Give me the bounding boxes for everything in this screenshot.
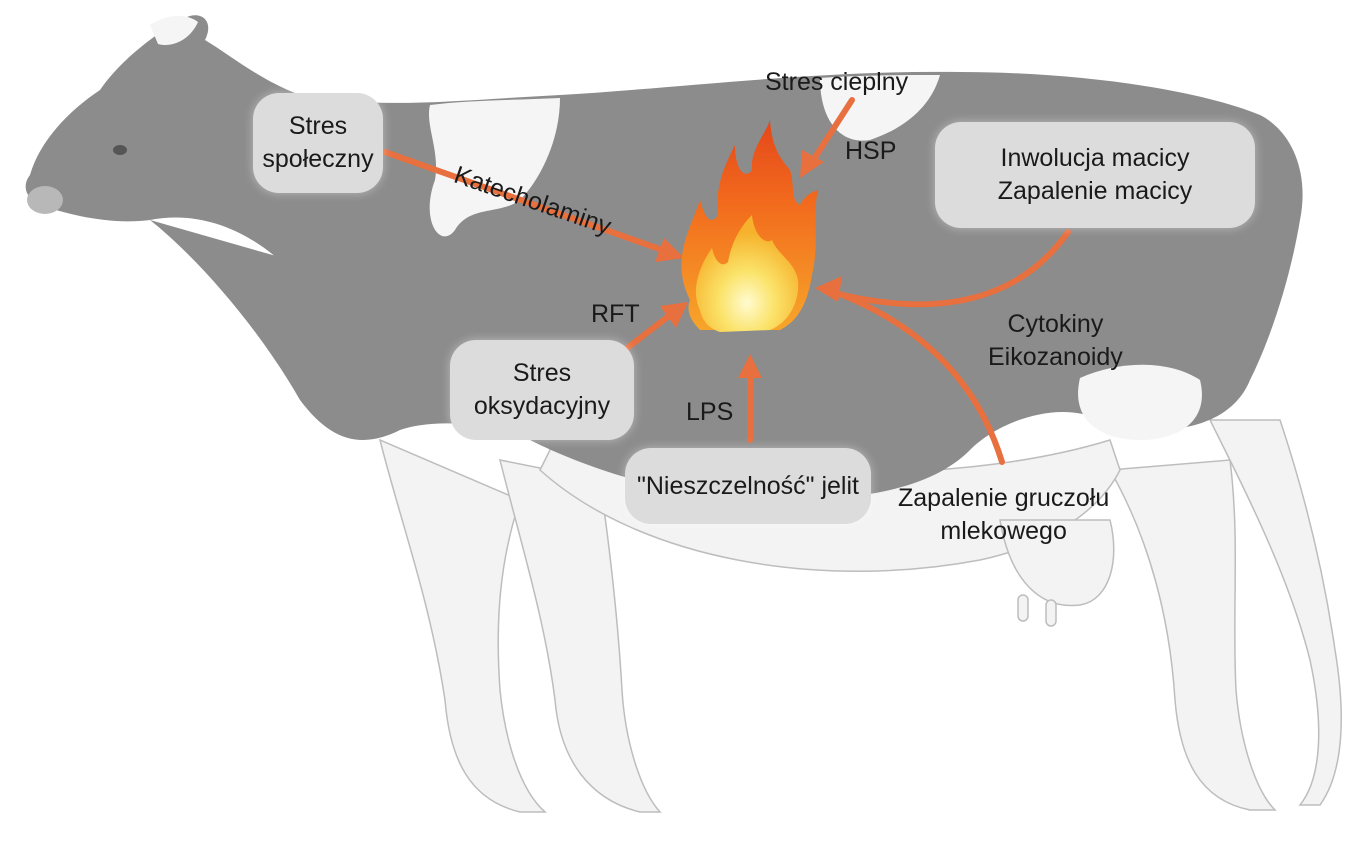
oxidative-stress-line1: Stres xyxy=(513,357,571,390)
mastitis-line2: mlekowego xyxy=(898,515,1109,548)
cow-eye xyxy=(113,145,127,155)
mastitis-label: Zapalenie gruczołu mlekowego xyxy=(898,482,1109,548)
social-stress-line2: społeczny xyxy=(262,143,373,176)
social-stress-box: Stres społeczny xyxy=(253,93,383,193)
uterus-box: Inwolucja macicy Zapalenie macicy xyxy=(935,122,1255,228)
mastitis-line1: Zapalenie gruczołu xyxy=(898,482,1109,515)
cytokines-line2: Eikozanoidy xyxy=(988,341,1123,374)
oxidative-stress-box: Stres oksydacyjny xyxy=(450,340,634,440)
social-stress-line1: Stres xyxy=(289,110,347,143)
cytokines-line1: Cytokiny xyxy=(988,308,1123,341)
lps-label: LPS xyxy=(686,396,733,429)
uterus-line1: Inwolucja macicy xyxy=(1001,142,1190,175)
cow-muzzle xyxy=(27,186,63,214)
rft-label: RFT xyxy=(591,298,640,331)
oxidative-stress-line2: oksydacyjny xyxy=(474,390,610,423)
leaky-gut-text: "Nieszczelność" jelit xyxy=(637,470,859,503)
leaky-gut-box: "Nieszczelność" jelit xyxy=(625,448,871,524)
heat-stress-label: Stres cieplny xyxy=(765,66,908,99)
cytokines-label: Cytokiny Eikozanoidy xyxy=(988,308,1123,374)
hsp-label: HSP xyxy=(845,135,896,168)
uterus-line2: Zapalenie macicy xyxy=(998,175,1193,208)
